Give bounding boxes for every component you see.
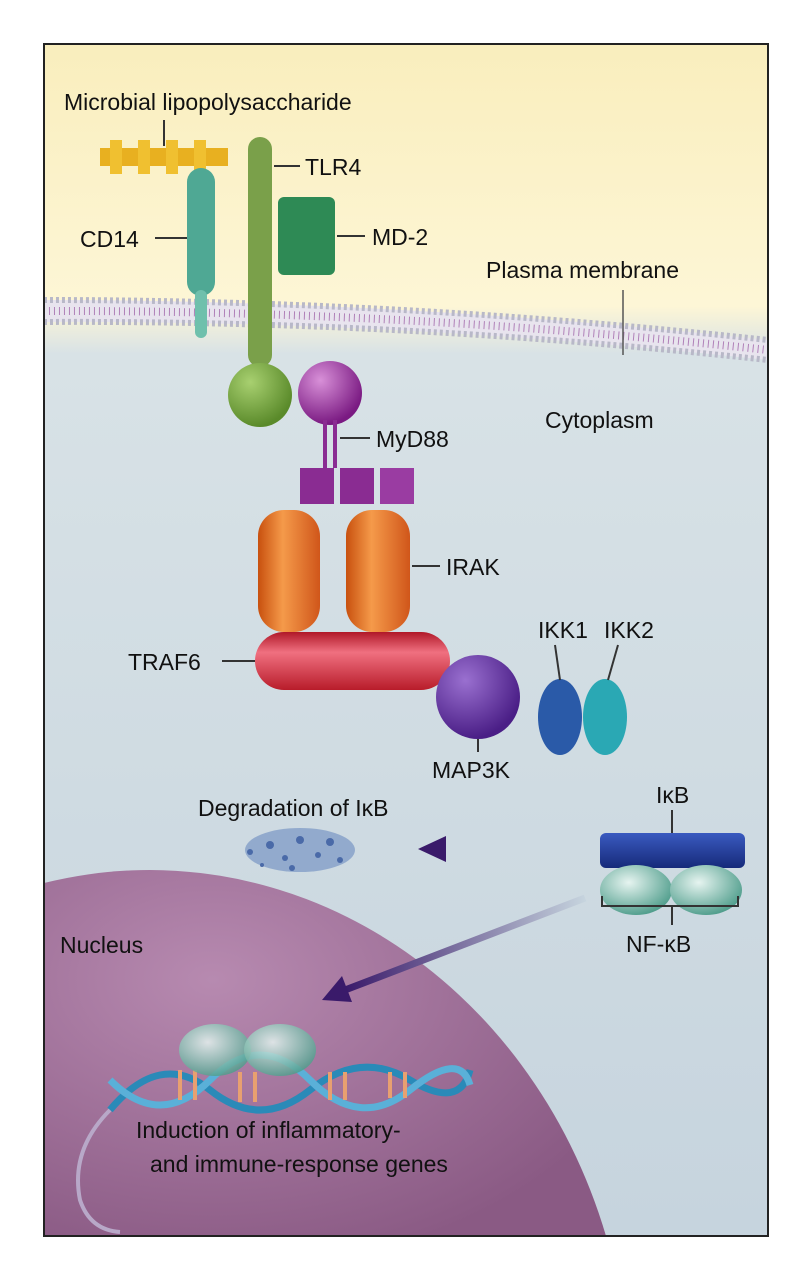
plasma-membrane — [43, 297, 769, 363]
cd14-receptor — [187, 168, 215, 338]
nfkb-bound — [244, 1024, 316, 1076]
lps-molecule — [100, 120, 228, 174]
plasma-membrane-label: Plasma membrane — [486, 257, 679, 283]
nucleus — [44, 870, 606, 1236]
degradation-arrow — [418, 836, 595, 862]
degradation-label: Degradation of IκB — [198, 795, 389, 821]
ikk1-label: IKK1 — [538, 617, 588, 643]
tlr4-label: TLR4 — [305, 154, 361, 180]
map3k-label: MAP3K — [432, 757, 511, 783]
cd14-label: CD14 — [80, 226, 139, 252]
nfkb-subunit — [670, 865, 742, 915]
cytoplasm-label: Cytoplasm — [545, 407, 654, 433]
md2-label: MD-2 — [372, 224, 428, 250]
induction-label-line1: Induction of inflammatory- — [136, 1117, 401, 1143]
nfkb-label: NF-κB — [626, 931, 691, 957]
myd88-adapter — [298, 361, 414, 504]
ikb-label: IκB — [656, 782, 689, 808]
irak-kinase — [258, 510, 410, 632]
nucleus-label: Nucleus — [60, 932, 143, 958]
induction-label-line2: and immune-response genes — [150, 1151, 448, 1177]
nfkb-subunit — [600, 865, 672, 915]
frame — [43, 43, 769, 1237]
traf6-label: TRAF6 — [128, 649, 201, 675]
nfkb-bound — [179, 1024, 251, 1076]
md2-protein — [278, 197, 335, 275]
myd88-label: MyD88 — [376, 426, 449, 452]
ikk2-label: IKK2 — [604, 617, 654, 643]
irak-label: IRAK — [446, 554, 500, 580]
lps-label: Microbial lipopolysaccharide — [64, 89, 352, 115]
ikb-protein — [600, 833, 745, 868]
traf6-protein — [255, 632, 450, 690]
translocation-arrow — [322, 894, 587, 1002]
map3k-kinase — [436, 655, 520, 739]
ikk2-kinase — [583, 679, 627, 755]
tlr4-receptor — [228, 137, 292, 427]
degraded-ikb-fragments — [245, 828, 355, 872]
ikk1-kinase — [538, 679, 582, 755]
dna-helix — [76, 1024, 474, 1234]
